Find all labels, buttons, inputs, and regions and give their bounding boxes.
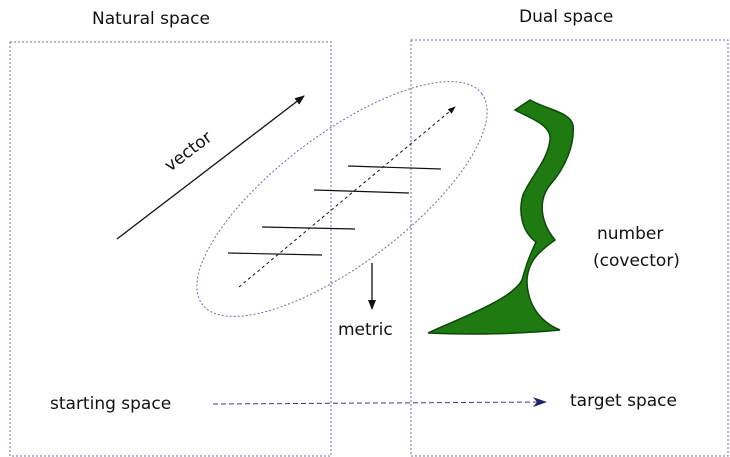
covector-label: (covector) bbox=[593, 251, 680, 271]
metric-label: metric bbox=[338, 320, 393, 340]
natural-space-title: Natural space bbox=[92, 9, 210, 29]
covector-ellipse bbox=[196, 81, 488, 317]
number-label: number bbox=[597, 224, 663, 244]
covector-level-line-3 bbox=[261, 226, 356, 230]
covector-level-line-4 bbox=[227, 252, 323, 256]
covector-level-line-1 bbox=[347, 165, 442, 170]
dual-space-frame bbox=[410, 39, 729, 457]
mapping-arrow bbox=[212, 397, 547, 408]
covector-brace-shape bbox=[427, 99, 574, 335]
natural-space-frame bbox=[9, 41, 332, 457]
covector-level-line-2 bbox=[313, 189, 410, 194]
vector-arrow bbox=[116, 95, 305, 240]
starting-space-label: starting space bbox=[50, 394, 171, 414]
target-space-label: target space bbox=[570, 391, 677, 411]
dual-space-title: Dual space bbox=[519, 7, 613, 27]
vector-label: vector bbox=[161, 128, 216, 176]
dashed-vector-arrow bbox=[238, 106, 456, 288]
